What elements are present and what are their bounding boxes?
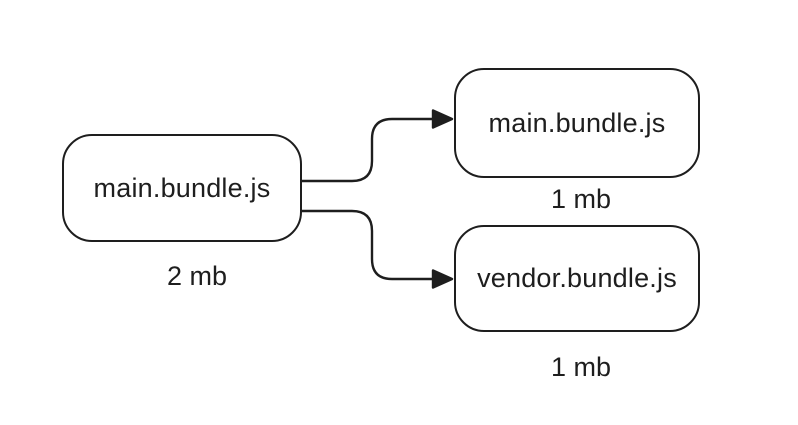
arrowhead-icon <box>431 109 454 129</box>
node-output-main: main.bundle.js <box>454 68 700 178</box>
node-source-label: main.bundle.js <box>93 172 271 203</box>
arrowhead-icon <box>431 269 454 289</box>
node-output-vendor-label: vendor.bundle.js <box>477 263 677 294</box>
node-output-vendor-size-label: 1 mb <box>550 352 612 382</box>
node-output-main-label: main.bundle.js <box>488 107 666 138</box>
node-source-size-label: 2 mb <box>166 261 228 291</box>
node-output-main-size-label: 1 mb <box>550 184 612 214</box>
edge-source-to-output-main <box>300 109 454 183</box>
node-output-vendor: vendor.bundle.js <box>454 225 700 332</box>
node-source: main.bundle.js <box>62 134 302 242</box>
edge-source-to-output-vendor <box>300 209 454 289</box>
